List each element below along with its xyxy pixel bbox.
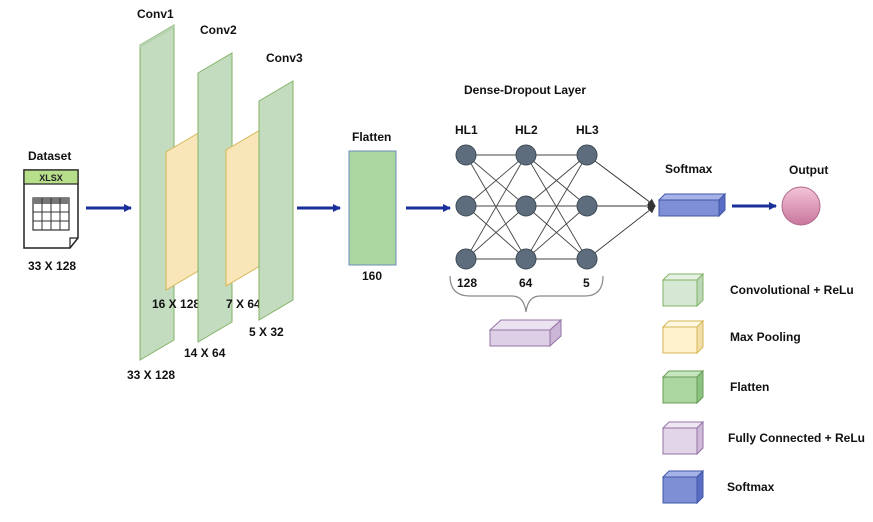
conv2-block — [197, 52, 233, 343]
flatten-block — [348, 150, 397, 266]
dataset-file-tag: XLSX — [39, 173, 63, 183]
hl2-node — [515, 144, 537, 166]
hl1-units: 128 — [457, 276, 477, 290]
softmax-label: Softmax — [665, 162, 713, 176]
dataset-label: Dataset — [28, 149, 71, 163]
hl1-label: HL1 — [455, 123, 478, 137]
conv1-pool-shape: 16 X 128 — [152, 297, 200, 311]
hl2-node — [515, 248, 537, 270]
flatten-label: Flatten — [352, 130, 391, 144]
legend-label-softmax: Softmax — [727, 480, 775, 494]
conv2-pool-shape: 7 X 64 — [226, 297, 261, 311]
dataset-shape: 33 X 128 — [28, 259, 76, 273]
conv1-shape: 33 X 128 — [127, 368, 175, 382]
hl3-node — [576, 144, 598, 166]
hl1-node — [455, 195, 477, 217]
conv1-pool-block — [165, 131, 201, 291]
output-node — [781, 186, 821, 226]
hl1-node — [455, 144, 477, 166]
hl2-node — [515, 195, 537, 217]
legend-label-fully-connected: Fully Connected + ReLu — [728, 431, 865, 445]
conv3-block — [258, 80, 294, 321]
conv3-label: Conv3 — [266, 51, 303, 65]
conv3-shape: 5 X 32 — [249, 325, 284, 339]
output-label: Output — [789, 163, 828, 177]
hl3-units: 5 — [583, 276, 590, 290]
fully-connected-block — [488, 318, 563, 348]
conv2-pool-block — [225, 129, 261, 287]
hl3-nodes — [576, 144, 598, 270]
hl3-to-softmax-connections — [586, 154, 656, 260]
hidden-layers-brace — [449, 275, 604, 313]
conv2-label: Conv2 — [200, 23, 237, 37]
hl3-node — [576, 248, 598, 270]
hl2-nodes — [515, 144, 537, 270]
legend-swatch-fully-connected — [661, 420, 705, 456]
hl3-node — [576, 195, 598, 217]
hl3-label: HL3 — [576, 123, 599, 137]
legend-swatch-flatten — [661, 369, 705, 405]
hl1-nodes — [455, 144, 477, 270]
conv2-shape: 14 X 64 — [184, 346, 226, 360]
flatten-size: 160 — [362, 269, 382, 283]
legend-label-flatten: Flatten — [730, 380, 769, 394]
spreadsheet-grid-icon — [32, 197, 70, 231]
legend: Convolutional + ReLu Max Pooling Flatten… — [661, 272, 865, 505]
legend-swatch-pool — [661, 319, 705, 355]
hl2-label: HL2 — [515, 123, 538, 137]
hl2-units: 64 — [519, 276, 533, 290]
legend-swatch-softmax — [661, 469, 705, 505]
hl1-node — [455, 248, 477, 270]
conv1-label: Conv1 — [137, 7, 174, 21]
softmax-block — [657, 192, 727, 218]
legend-label-pool: Max Pooling — [730, 330, 801, 344]
dense-dropout-title: Dense-Dropout Layer — [464, 83, 586, 97]
legend-swatch-conv — [661, 272, 705, 308]
legend-label-conv: Convolutional + ReLu — [730, 283, 854, 297]
dataset-file-icon — [23, 169, 79, 249]
